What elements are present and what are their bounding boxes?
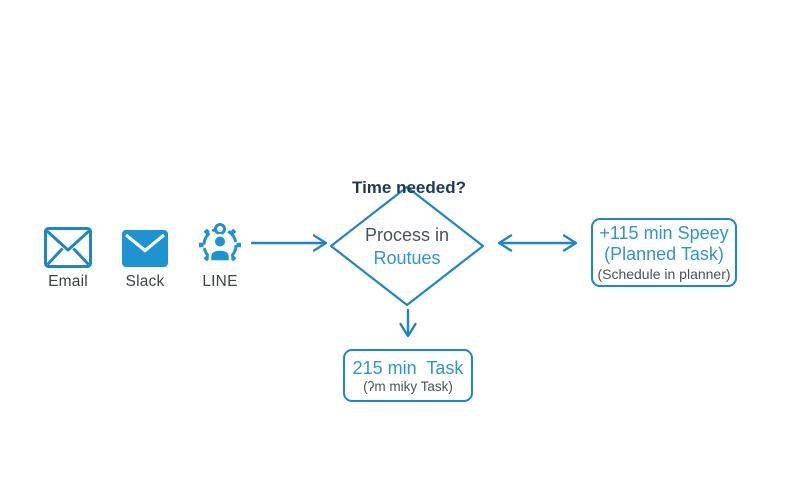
source-email-label: Email: [48, 273, 88, 290]
task-box-line1: 215 min Task: [352, 357, 464, 378]
planned-task-line2: (Planned Task): [604, 243, 724, 264]
person-gear-icon: [199, 223, 241, 263]
decision-diamond: [329, 185, 485, 307]
source-line: LINE: [180, 216, 260, 291]
double-arrow-decision-planned: [497, 234, 578, 252]
decision-label: Process in Routues: [332, 224, 482, 270]
decision-label-line1: Process in: [364, 225, 450, 245]
source-slack-label: Slack: [125, 273, 165, 290]
planned-task-line1: +115 min Speey: [599, 222, 729, 243]
filled-envelope-icon: [122, 230, 168, 267]
line-icon: [194, 216, 246, 268]
task-box: 215 min Task (ʔm miky Task): [343, 349, 473, 402]
source-email: Email: [28, 216, 108, 291]
decision-label-line2: Routues: [373, 248, 441, 268]
slack-icon: [121, 216, 169, 268]
email-icon: [44, 216, 92, 268]
planned-task-box: +115 min Speey (Planned Task) (Schedule …: [591, 218, 737, 287]
decision-question-label: Time needed?: [352, 178, 466, 197]
arrow-decision-to-task: [399, 308, 417, 338]
source-slack: Slack: [105, 216, 185, 291]
planned-task-line3: (Schedule in planner): [597, 265, 731, 282]
email-envelope-icon: [44, 227, 92, 268]
arrow-sources-to-decision: [250, 234, 328, 252]
task-box-line2: (ʔm miky Task): [363, 378, 453, 394]
source-line-label: LINE: [202, 273, 238, 290]
